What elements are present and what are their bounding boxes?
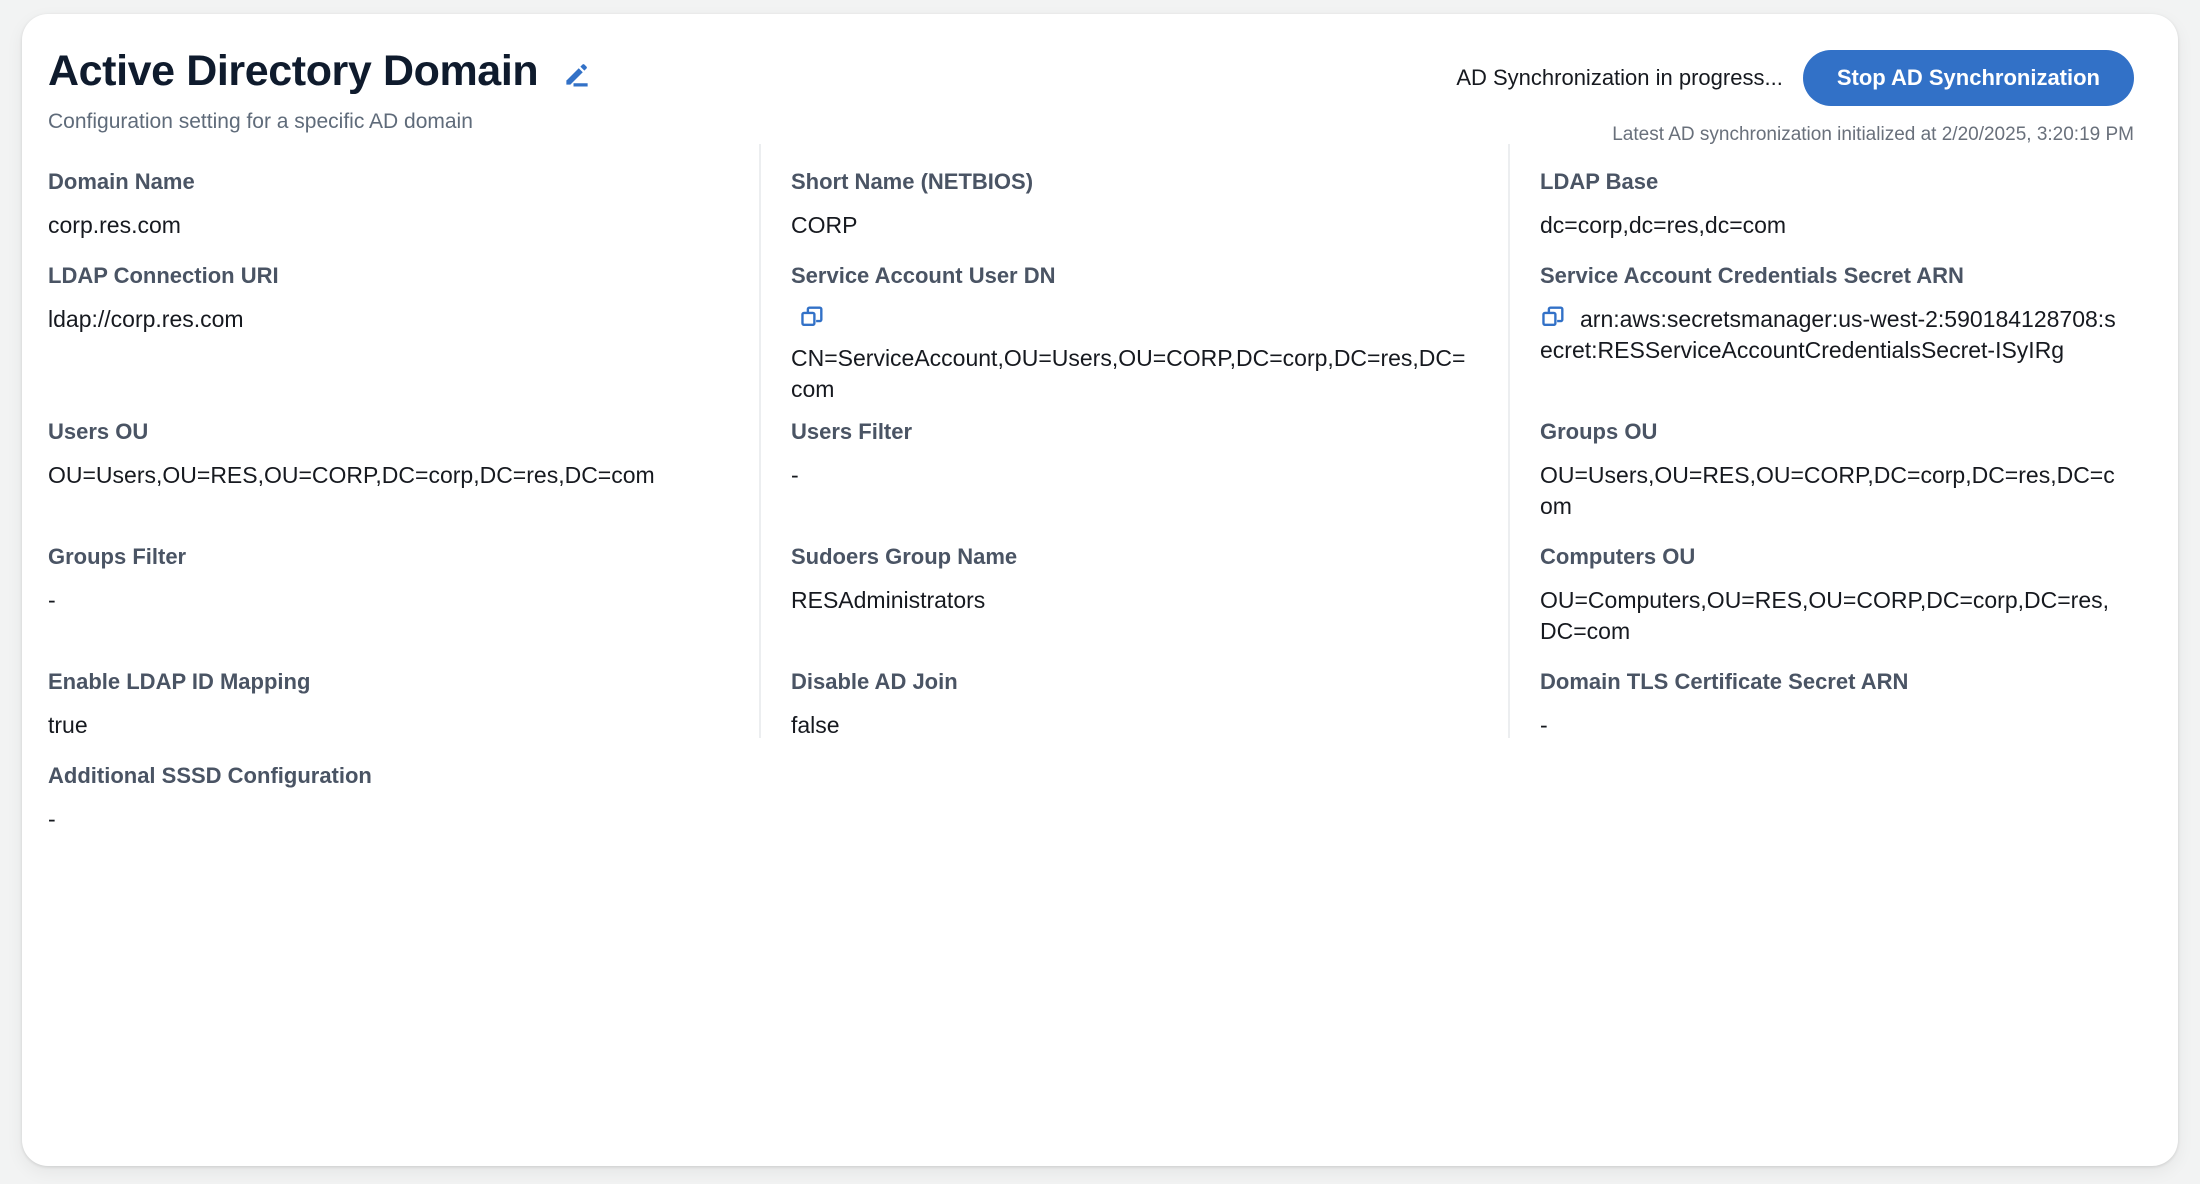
domain-details-grid: Domain Name corp.res.com Short Name (NET…: [22, 144, 2178, 832]
field-value: OU=Computers,OU=RES,OU=CORP,DC=corp,DC=r…: [1540, 585, 2118, 648]
field-value: RESAdministrators: [791, 585, 1468, 616]
detail-row: LDAP Connection URI ldap://corp.res.com …: [48, 238, 2152, 394]
field-domain-name: Domain Name corp.res.com: [48, 144, 759, 238]
field-label: Service Account Credentials Secret ARN: [1540, 262, 2118, 290]
page-title: Active Directory Domain: [48, 50, 538, 93]
field-value: ldap://corp.res.com: [48, 304, 719, 335]
field-label: LDAP Base: [1540, 168, 2118, 196]
field-groups-ou: Groups OU OU=Users,OU=RES,OU=CORP,DC=cor…: [1508, 394, 2152, 519]
detail-row: Additional SSSD Configuration -: [48, 738, 2152, 832]
field-enable-ldap-id-mapping: Enable LDAP ID Mapping true: [48, 644, 759, 738]
field-service-account-credentials-secret-arn: Service Account Credentials Secret ARN a…: [1508, 238, 2152, 394]
field-ldap-connection-uri: LDAP Connection URI ldap://corp.res.com: [48, 238, 759, 394]
field-label: Domain TLS Certificate Secret ARN: [1540, 668, 2118, 696]
field-label: Groups OU: [1540, 418, 2118, 446]
field-label: Domain Name: [48, 168, 719, 196]
field-service-account-user-dn: Service Account User DN CN=ServiceAccoun…: [759, 238, 1508, 394]
detail-row: Domain Name corp.res.com Short Name (NET…: [48, 144, 2152, 238]
field-value: OU=Users,OU=RES,OU=CORP,DC=corp,DC=res,D…: [1540, 460, 2118, 523]
field-label: Computers OU: [1540, 543, 2118, 571]
header-actions: AD Synchronization in progress... Stop A…: [1456, 50, 2134, 146]
field-sudoers-group-name: Sudoers Group Name RESAdministrators: [759, 519, 1508, 644]
field-domain-tls-certificate-secret-arn: Domain TLS Certificate Secret ARN -: [1508, 644, 2152, 738]
pencil-edit-icon[interactable]: [560, 57, 594, 91]
field-users-filter: Users Filter -: [759, 394, 1508, 519]
field-ldap-base: LDAP Base dc=corp,dc=res,dc=com: [1508, 144, 2152, 238]
detail-row: Users OU OU=Users,OU=RES,OU=CORP,DC=corp…: [48, 394, 2152, 519]
latest-sync-timestamp: Latest AD synchronization initialized at…: [1456, 124, 2134, 146]
empty-cell: [759, 738, 1508, 832]
field-computers-ou: Computers OU OU=Computers,OU=RES,OU=CORP…: [1508, 519, 2152, 644]
field-label: Sudoers Group Name: [791, 543, 1468, 571]
field-label: Users Filter: [791, 418, 1468, 446]
copy-icon[interactable]: [1540, 304, 1566, 330]
field-additional-sssd-configuration: Additional SSSD Configuration -: [48, 738, 759, 832]
field-value: -: [48, 585, 719, 616]
sync-row: AD Synchronization in progress... Stop A…: [1456, 50, 2134, 106]
field-label: LDAP Connection URI: [48, 262, 719, 290]
field-value: corp.res.com: [48, 210, 719, 241]
field-label: Service Account User DN: [791, 262, 1468, 290]
field-value-wrapper: arn:aws:secretsmanager:us-west-2:5901841…: [1540, 304, 2118, 367]
field-value: CORP: [791, 210, 1468, 241]
field-groups-filter: Groups Filter -: [48, 519, 759, 644]
copy-icon[interactable]: [799, 304, 1468, 335]
detail-row: Enable LDAP ID Mapping true Disable AD J…: [48, 644, 2152, 738]
field-disable-ad-join: Disable AD Join false: [759, 644, 1508, 738]
field-value: true: [48, 710, 719, 741]
field-value: arn:aws:secretsmanager:us-west-2:5901841…: [1540, 306, 2116, 363]
field-value: -: [48, 804, 719, 835]
field-value: OU=Users,OU=RES,OU=CORP,DC=corp,DC=res,D…: [48, 460, 719, 491]
field-value: -: [791, 460, 1468, 491]
field-label: Users OU: [48, 418, 719, 446]
field-value: dc=corp,dc=res,dc=com: [1540, 210, 2118, 241]
field-label: Additional SSSD Configuration: [48, 762, 719, 790]
field-label: Short Name (NETBIOS): [791, 168, 1468, 196]
field-label: Groups Filter: [48, 543, 719, 571]
field-short-name: Short Name (NETBIOS) CORP: [759, 144, 1508, 238]
field-value: false: [791, 710, 1468, 741]
stop-ad-synchronization-button[interactable]: Stop AD Synchronization: [1803, 50, 2134, 106]
field-value: -: [1540, 710, 2118, 741]
sync-status-text: AD Synchronization in progress...: [1456, 65, 1783, 91]
field-label: Disable AD Join: [791, 668, 1468, 696]
empty-cell: [1508, 738, 2152, 832]
field-users-ou: Users OU OU=Users,OU=RES,OU=CORP,DC=corp…: [48, 394, 759, 519]
ad-domain-card: Active Directory Domain Configuration se…: [22, 14, 2178, 1166]
field-label: Enable LDAP ID Mapping: [48, 668, 719, 696]
detail-row: Groups Filter - Sudoers Group Name RESAd…: [48, 519, 2152, 644]
card-header: Active Directory Domain Configuration se…: [22, 14, 2178, 144]
